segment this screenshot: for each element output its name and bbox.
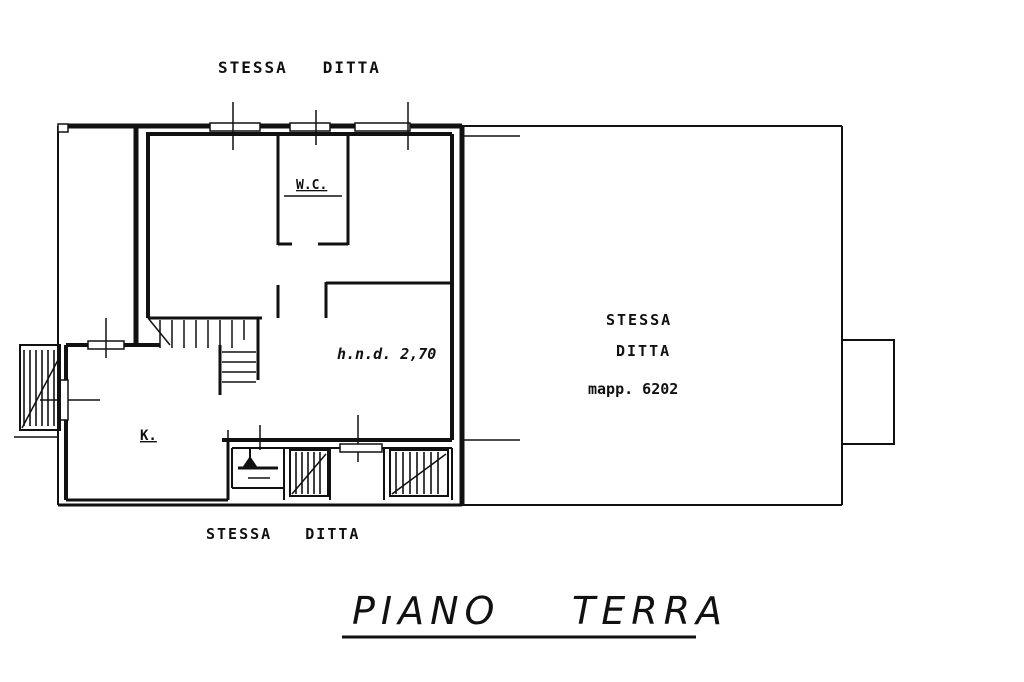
kitchen-label: K. <box>140 428 157 444</box>
adjacent-label-line3: mapp. 6202 <box>588 380 678 398</box>
kitchen-room <box>40 318 230 505</box>
top-windows <box>57 102 411 150</box>
staircase <box>147 317 256 395</box>
external-stair <box>14 344 61 438</box>
bottom-utility <box>231 415 453 500</box>
wc-label: W.C. <box>296 178 327 193</box>
stair-treads-upper <box>147 317 245 348</box>
adjacent-label-line2: DITTA <box>616 342 671 360</box>
wc-room <box>276 136 350 246</box>
boiler-icon <box>238 448 278 479</box>
adjacent-label-line1: STESSA <box>606 311 672 329</box>
ceiling-height-label: h.n.d. 2,70 <box>337 345 436 363</box>
adjacent-property <box>462 125 895 506</box>
stair-treads-lower <box>218 345 256 395</box>
title-word-piano: PIANO <box>352 589 500 633</box>
closet-left-hatch <box>289 449 329 497</box>
closet-right-hatch <box>389 449 449 497</box>
title-word-terra: TERRA <box>572 589 728 633</box>
neighbor-bottom-label: STESSA DITTA <box>206 525 360 543</box>
interior-partitions <box>148 281 452 380</box>
neighbor-top-label: STESSA DITTA <box>218 58 381 77</box>
